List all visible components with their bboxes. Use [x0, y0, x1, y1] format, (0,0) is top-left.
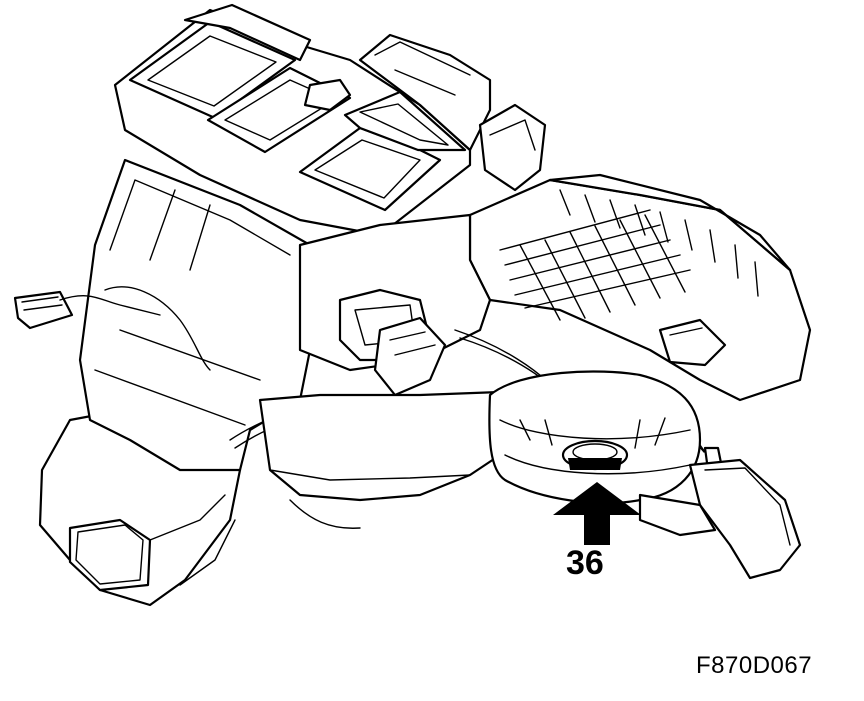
callout-arrow	[553, 482, 641, 545]
upper-right-duct	[303, 33, 547, 192]
callout-number: 36	[566, 544, 604, 582]
left-housing	[13, 158, 322, 472]
blower-motor	[488, 370, 702, 505]
center-section	[229, 213, 724, 472]
base-plate	[258, 390, 502, 529]
right-outlet-duct	[638, 458, 802, 580]
blower-housing	[468, 173, 812, 402]
figure-code: F870D067	[696, 652, 813, 679]
